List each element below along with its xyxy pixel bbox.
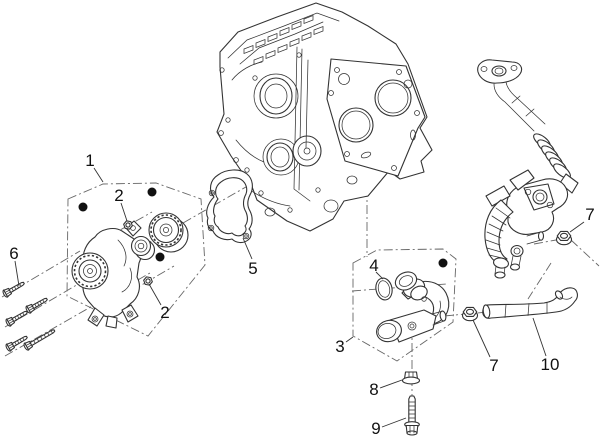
ref-dot [78, 202, 88, 212]
callout-9[interactable]: 9 [371, 419, 380, 438]
reference-dots [78, 187, 448, 268]
leader-lines [14, 167, 585, 428]
callout-10[interactable]: 10 [541, 355, 560, 374]
callout-4[interactable]: 4 [369, 256, 378, 275]
bolt [22, 326, 57, 352]
water-pump-gasket [206, 169, 253, 244]
bolt-9 [404, 395, 420, 436]
thermostat-body [376, 309, 447, 343]
bolt [1, 278, 27, 299]
o-ring-seal [375, 277, 393, 301]
callout-7b[interactable]: 7 [489, 356, 498, 375]
callout-7a[interactable]: 7 [585, 205, 594, 224]
assembly-boundary-3 [352, 248, 457, 362]
callout-6[interactable]: 6 [9, 244, 18, 263]
pulley [148, 212, 189, 253]
oil-breather-pipe [477, 59, 579, 194]
assembly-boundary-1 [66, 182, 206, 337]
mounting-bolts [1, 278, 57, 353]
corrugated-sleeve [484, 199, 514, 279]
bolt [24, 294, 50, 315]
callout-2a[interactable]: 2 [114, 186, 123, 205]
ref-dot [438, 258, 448, 268]
engine-block [216, 2, 433, 232]
ref-dot [147, 187, 157, 197]
flange-nut-2b [142, 275, 154, 287]
callout-5[interactable]: 5 [248, 259, 257, 278]
hose-nut-7a [555, 230, 573, 246]
breather-housing [484, 169, 569, 279]
ref-dot [155, 252, 165, 262]
hose-nut-7b [461, 306, 479, 322]
callout-8[interactable]: 8 [369, 380, 378, 399]
coolant-hose [482, 287, 578, 319]
bolt [4, 307, 30, 328]
callout-3[interactable]: 3 [335, 337, 344, 356]
callout-1[interactable]: 1 [85, 151, 94, 170]
impeller-hub [71, 252, 109, 290]
thermostat-cap [394, 271, 428, 302]
cylinder-head-gasket-surface [326, 58, 426, 177]
pipe-bellows [533, 133, 571, 179]
water-pump-body [71, 220, 142, 329]
flange-nut-8 [401, 371, 421, 385]
callout-2b[interactable]: 2 [160, 303, 169, 322]
bearing-spacer [130, 235, 156, 261]
